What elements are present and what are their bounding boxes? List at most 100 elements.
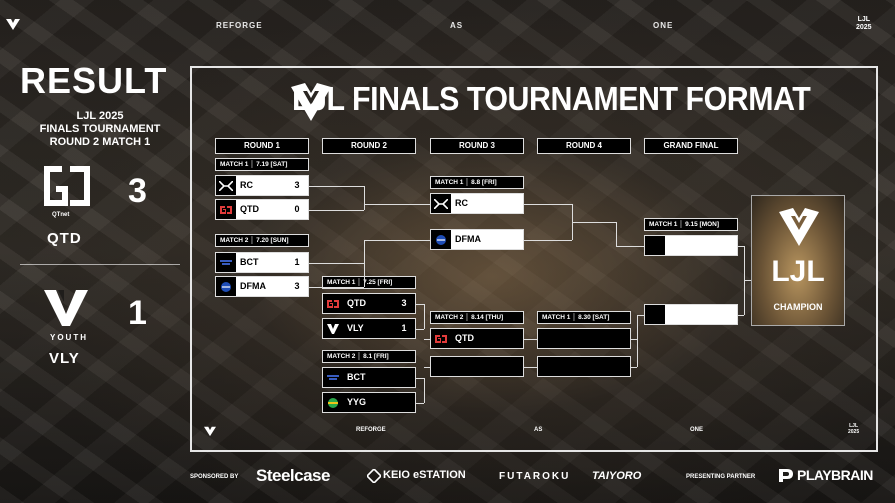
- connector: [616, 246, 644, 247]
- connector: [616, 222, 617, 246]
- r3-m1-team-a-name: RC: [451, 194, 523, 213]
- connector: [309, 287, 364, 288]
- connector: [424, 304, 425, 329]
- connector: [637, 315, 638, 367]
- r2-m1-team-a-score: 3: [393, 294, 415, 313]
- round-header-4: ROUND 4: [537, 138, 631, 154]
- connector: [524, 240, 572, 241]
- team2-name: VLY: [49, 350, 80, 367]
- top-logo-icon: [6, 17, 20, 31]
- connector: [524, 204, 572, 205]
- connector: [416, 403, 424, 404]
- r2-m1-team-b: VLY 1: [322, 318, 416, 339]
- connector: [309, 263, 364, 264]
- round-header-2: ROUND 2: [322, 138, 416, 154]
- r2-m1-team-a-name: QTD: [343, 294, 393, 313]
- r2-m1-label: MATCH 1 │ 7.25 [FRI]: [322, 276, 416, 289]
- qtd-logo-icon: [40, 162, 94, 210]
- gf-m1-team-a-name-empty: [665, 236, 737, 255]
- r1-m1-team-a-name: RC: [236, 176, 286, 195]
- connector: [309, 186, 364, 187]
- r1-m1-label: MATCH 1 │ 7.19 [SAT]: [215, 158, 309, 171]
- r1-m2-team-a-score: 1: [286, 253, 308, 272]
- r4-m1-team-a-logo-empty: [538, 329, 558, 348]
- r2-m2-team-a-name: BCT: [343, 368, 415, 387]
- connector: [424, 378, 425, 403]
- top-word-as: AS: [450, 21, 464, 30]
- top-brand-line1: LJL: [857, 16, 871, 23]
- connector: [364, 240, 430, 241]
- r1-m2-team-a-name: BCT: [236, 253, 286, 272]
- connector: [738, 315, 744, 316]
- r2-m1-team-b-name: VLY: [343, 319, 393, 338]
- champion-ljl: LJL: [771, 255, 825, 288]
- connector: [416, 304, 424, 305]
- connector: [309, 210, 364, 211]
- gf-m1-team-a-logo-empty: [645, 236, 665, 255]
- connector: [524, 339, 537, 340]
- result-subtitle-3: ROUND 2 MATCH 1: [49, 136, 151, 148]
- footer-logo-icon: [204, 424, 216, 437]
- qtd-small-logo-icon: [323, 294, 343, 313]
- r3-m1-team-b-name: DFMA: [451, 230, 523, 249]
- r1-m1-team-b: QTD 0: [215, 199, 309, 220]
- top-brand-line2: 2025: [856, 24, 872, 31]
- round-header-1: ROUND 1: [215, 138, 309, 154]
- connector: [744, 280, 751, 281]
- connector: [424, 367, 430, 368]
- footer-brand: LJL 2025: [848, 423, 859, 435]
- r3-m2-team-a-name: QTD: [451, 329, 523, 348]
- gf-m1-team-b-logo-empty: [645, 305, 665, 324]
- bracket-frame: [190, 66, 878, 452]
- qtd-sponsor: QTnet: [52, 212, 70, 218]
- connector: [424, 339, 430, 340]
- dfma-logo-icon: [431, 230, 451, 249]
- r1-m1-team-a-score: 3: [286, 176, 308, 195]
- connector: [364, 186, 365, 210]
- r1-m2-team-b-name: DFMA: [236, 277, 286, 296]
- footer-word-as: AS: [534, 427, 543, 433]
- r2-m1-team-b-score: 1: [393, 319, 415, 338]
- sponsor-taiyoro: TAIYORO: [592, 470, 642, 482]
- r1-m2-label: MATCH 2 │ 7.20 [SUN]: [215, 234, 309, 247]
- r4-m1-team-b-logo-empty: [538, 357, 558, 376]
- bct-logo-icon: [216, 253, 236, 272]
- r4-m1-team-a: [537, 328, 631, 349]
- top-word-reforge: REFORGE: [216, 21, 263, 30]
- footer-word-reforge: REFORGE: [356, 427, 386, 433]
- round-header-grand-final: GRAND FINAL: [644, 138, 738, 154]
- r2-m1-team-a: QTD 3: [322, 293, 416, 314]
- r1-m2-team-a: BCT 1: [215, 252, 309, 273]
- connector: [416, 329, 424, 330]
- connector: [738, 246, 744, 247]
- sponsor-keio: KEIO eSTATION: [383, 469, 466, 481]
- keio-logo-icon: [365, 467, 383, 485]
- qtd-small-logo-icon: [431, 329, 451, 348]
- team1-name: QTD: [47, 230, 82, 247]
- r3-m1-team-a: RC: [430, 193, 524, 214]
- champion-logo-icon: [779, 208, 819, 246]
- gf-m1-team-b: [644, 304, 738, 325]
- connector: [364, 240, 365, 287]
- vly-small-logo-icon: [323, 319, 343, 338]
- r3-m2-team-b-logo-empty: [431, 357, 451, 376]
- connector: [364, 204, 430, 205]
- connector: [572, 222, 616, 223]
- result-title: RESULT: [20, 60, 168, 101]
- result-subtitle-1: LJL 2025: [76, 110, 124, 122]
- yyg-logo-icon: [323, 393, 343, 412]
- r1-m1-team-b-score: 0: [286, 200, 308, 219]
- rc-logo-icon: [431, 194, 451, 213]
- connector: [631, 367, 637, 368]
- vly-logo-text: YOUTH: [50, 333, 88, 342]
- r2-m2-team-b: YYG: [322, 392, 416, 413]
- team1-score: 3: [128, 172, 147, 210]
- playbrain-logo-icon: [777, 467, 795, 483]
- bct-logo-icon: [323, 368, 343, 387]
- sponsored-by-label: SPONSORED BY: [190, 474, 239, 480]
- team2-score: 1: [128, 294, 147, 332]
- r3-m1-team-b: DFMA: [430, 229, 524, 250]
- r3-m2-team-a: QTD: [430, 328, 524, 349]
- champion-box: LJL CHAMPION: [751, 195, 845, 326]
